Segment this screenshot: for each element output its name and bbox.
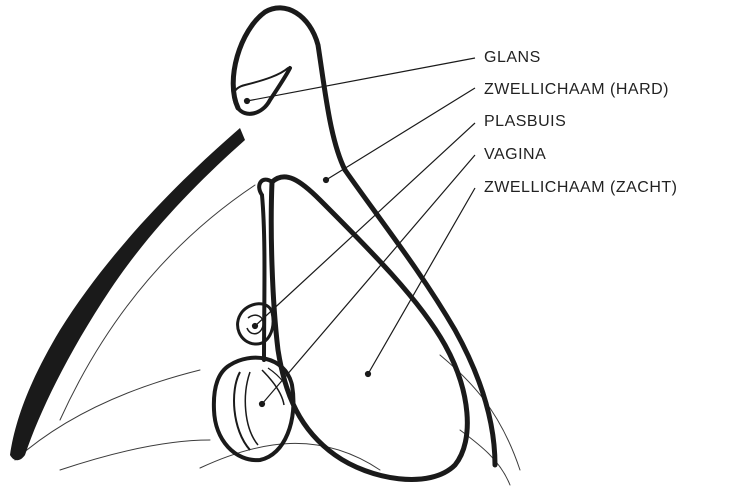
glans-outline bbox=[233, 8, 345, 170]
dot-zwellichaam-hard bbox=[324, 178, 329, 183]
left-crus bbox=[10, 128, 245, 460]
vagina-inner-2 bbox=[245, 372, 258, 445]
sketch-left-fan-2 bbox=[60, 440, 210, 470]
label-vagina: VAGINA bbox=[484, 147, 546, 163]
body-sketch-lines bbox=[15, 185, 520, 485]
glans-curve bbox=[238, 68, 290, 114]
leader-vagina bbox=[262, 155, 475, 404]
label-glans: GLANS bbox=[484, 50, 541, 66]
leader-zwellichaam-zacht bbox=[368, 188, 475, 374]
label-plasbuis: PLASBUIS bbox=[484, 114, 566, 130]
dot-vagina bbox=[260, 402, 265, 407]
right-crus-outer bbox=[345, 170, 495, 465]
label-zwellichaam-zacht: ZWELLICHAAM (ZACHT) bbox=[484, 180, 678, 196]
leader-zwellichaam-hard bbox=[326, 88, 475, 180]
label-zwellichaam-hard: ZWELLICHAAM (HARD) bbox=[484, 82, 669, 98]
dot-zwellichaam-zacht bbox=[366, 372, 371, 377]
dot-glans bbox=[245, 99, 250, 104]
leader-plasbuis bbox=[255, 123, 475, 326]
sketch-right-curve bbox=[440, 355, 520, 470]
dot-plasbuis bbox=[253, 324, 258, 329]
vestibular-bulb bbox=[271, 177, 467, 480]
